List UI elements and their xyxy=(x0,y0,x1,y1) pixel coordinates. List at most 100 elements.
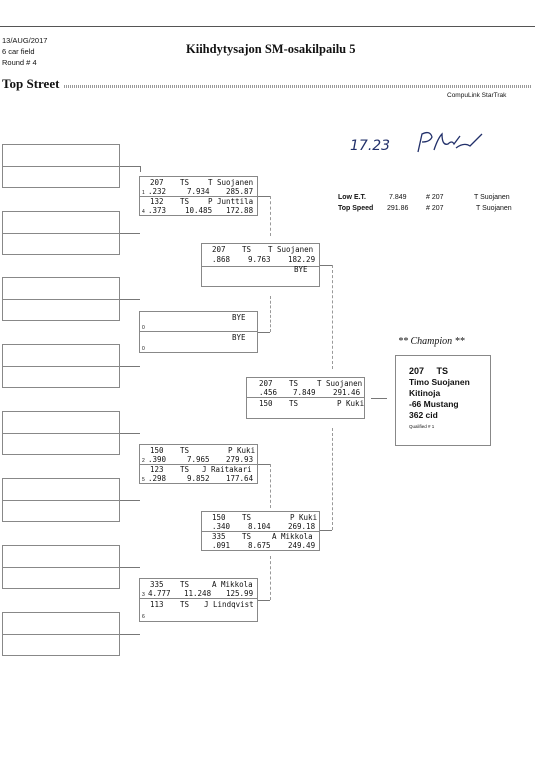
champion-box: 207 TS Timo Suojanen Kitinoja -66 Mustan… xyxy=(395,355,491,446)
lane-car: 150 xyxy=(212,513,226,522)
lane-class: TS xyxy=(180,178,190,187)
connector xyxy=(270,296,271,332)
lane-et: 9.852 xyxy=(187,474,210,483)
lane-et: 7.965 xyxy=(187,455,210,464)
lane-driver: T Suojanen xyxy=(208,178,254,187)
signature-image xyxy=(417,131,483,153)
lane-driver: P Kuki xyxy=(228,446,256,455)
connector xyxy=(120,299,140,300)
connector xyxy=(270,556,271,600)
event-title: Kiihdytysajon SM-osakilpailu 5 xyxy=(186,42,356,56)
lane-driver: J Lindqvist xyxy=(204,600,254,609)
lane-seed: 0 xyxy=(142,346,145,352)
ladder-box xyxy=(2,545,120,589)
class-title-dotted-rule xyxy=(64,85,532,88)
lane-car: 207 xyxy=(259,379,273,388)
lane-speed: 279.93 xyxy=(226,455,254,464)
lane-seed: 3 xyxy=(142,592,145,598)
lane-driver: A Mikkola xyxy=(212,580,253,589)
lane-seed: 5 xyxy=(142,477,145,483)
low-et-value: 7.849 xyxy=(389,194,407,201)
lane-car: 207 xyxy=(212,245,226,254)
champion-name: Timo Suojanen xyxy=(409,377,470,387)
lane-speed: 249.49 xyxy=(288,541,316,550)
lane-driver: J Raitakari xyxy=(202,465,252,474)
lane-speed: 177.64 xyxy=(226,474,254,483)
connector xyxy=(120,567,140,568)
match-r1-3: 150 TS P Kuki 2 .390 7.965 279.93 123 TS… xyxy=(139,444,258,484)
lane-et: 9.763 xyxy=(248,255,271,264)
lane-class: TS xyxy=(289,379,299,388)
lane-et: 11.248 xyxy=(184,589,212,598)
lane-class: TS xyxy=(180,446,190,455)
lane-seed: 4 xyxy=(142,209,145,215)
lane-driver: P Kuki xyxy=(290,513,318,522)
connector xyxy=(320,265,332,266)
lane-class: TS xyxy=(242,245,252,254)
lane-class: TS xyxy=(180,465,190,474)
lane-car: 132 xyxy=(150,197,164,206)
lane-reaction: .298 xyxy=(148,474,167,483)
match-r1-2: BYE 0 BYE 0 xyxy=(139,311,258,353)
lane-et: 7.934 xyxy=(187,187,210,196)
lane-speed: 285.87 xyxy=(226,187,254,196)
low-et-car: # 207 xyxy=(426,194,444,201)
lane-speed: 269.18 xyxy=(288,522,316,531)
connector xyxy=(140,166,141,172)
lane-class: TS xyxy=(180,600,190,609)
champion-engine: 362 cid xyxy=(409,410,438,420)
header-rule xyxy=(0,26,535,27)
connector xyxy=(270,464,271,508)
low-et-driver: T Suojanen xyxy=(474,194,510,201)
lane-reaction: .091 xyxy=(212,541,231,550)
match-r1-4: 335 TS A Mikkola 3 4.777 11.248 125.99 1… xyxy=(139,578,258,622)
lane-class: TS xyxy=(180,580,190,589)
connector xyxy=(258,464,270,465)
match-r2-1: 207 TS T Suojanen .868 9.763 182.29 BYE xyxy=(201,243,320,287)
ladder-box xyxy=(2,211,120,255)
lane-seed: 1 xyxy=(142,190,145,196)
champion-car-class: 207 TS xyxy=(409,366,449,376)
lane-reaction: 4.777 xyxy=(148,589,171,598)
lane-bye: BYE xyxy=(294,265,308,274)
connector xyxy=(120,366,140,367)
lane-speed: 125.99 xyxy=(226,589,254,598)
lane-class: TS xyxy=(289,399,299,408)
top-speed-label: Top Speed xyxy=(338,205,374,212)
lane-reaction: .456 xyxy=(259,388,278,397)
lane-et: 7.849 xyxy=(293,388,316,397)
ladder-box xyxy=(2,277,120,321)
ladder-box xyxy=(2,478,120,522)
round-number: Round # 4 xyxy=(2,58,37,67)
lane-driver: P Junttila xyxy=(208,197,254,206)
connector xyxy=(332,428,333,530)
field-size: 6 car field xyxy=(2,47,35,56)
lane-bye: BYE xyxy=(232,333,246,342)
lane-bye: BYE xyxy=(232,313,246,322)
lane-class: TS xyxy=(180,197,190,206)
lane-et: 8.675 xyxy=(248,541,271,550)
lane-driver: P Kuki xyxy=(337,399,365,408)
ladder-box xyxy=(2,411,120,455)
lane-class: TS xyxy=(242,513,252,522)
connector xyxy=(120,500,140,501)
top-speed-car: # 207 xyxy=(426,205,444,212)
lane-class: TS xyxy=(242,532,252,541)
lane-car: 150 xyxy=(150,446,164,455)
ladder-box xyxy=(2,612,120,656)
handwritten-time: 17.23 xyxy=(350,138,391,154)
lane-car: 207 xyxy=(150,178,164,187)
lane-reaction: .232 xyxy=(148,187,167,196)
connector xyxy=(120,166,140,167)
lane-car: 150 xyxy=(259,399,273,408)
connector xyxy=(120,433,140,434)
lane-car: 113 xyxy=(150,600,164,609)
champion-qualified: Qualified # 1 xyxy=(409,424,435,429)
connector xyxy=(258,332,270,333)
lane-driver: A Mikkola xyxy=(272,532,313,541)
lane-seed: 2 xyxy=(142,458,145,464)
connector xyxy=(258,600,270,601)
lane-reaction: .868 xyxy=(212,255,231,264)
lane-car: 335 xyxy=(150,580,164,589)
match-r2-2: 150 TS P Kuki .340 8.104 269.18 335 TS A… xyxy=(201,511,320,551)
